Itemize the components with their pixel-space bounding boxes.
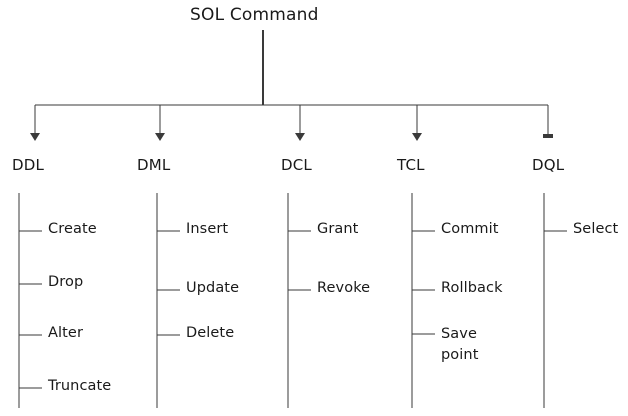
branch-label-dcl[interactable]: DCL <box>281 156 312 174</box>
leaf-label-dml-1[interactable]: Update <box>186 280 240 296</box>
leaf-label-tcl-2[interactable]: Save point <box>441 326 479 364</box>
leaf-label-ddl-1[interactable]: Drop <box>48 274 84 290</box>
branch-arrowhead-tcl <box>412 133 422 141</box>
leaf-label-ddl-2[interactable]: Alter <box>48 325 84 341</box>
leaf-label-dcl-0[interactable]: Grant <box>317 221 359 237</box>
leaf-label-tcl-0[interactable]: Commit <box>441 221 499 237</box>
branch-label-dml[interactable]: DML <box>137 156 171 174</box>
leaf-label-tcl-1[interactable]: Rollback <box>441 280 503 296</box>
leaf-label-dql-0[interactable]: Select <box>573 221 619 237</box>
branch-label-ddl[interactable]: DDL <box>12 156 45 174</box>
connector-group <box>18 30 567 408</box>
branch-arrowhead-dcl <box>295 133 305 141</box>
leaf-label-dml-0[interactable]: Insert <box>186 221 229 237</box>
branch-arrowhead-ddl <box>30 133 40 141</box>
branch-terminator-dql <box>543 134 553 138</box>
branch-label-tcl[interactable]: TCL <box>397 156 425 174</box>
root-node-label: SOL Command <box>190 5 319 25</box>
leaf-label-ddl-0[interactable]: Create <box>48 221 97 237</box>
leaf-label-ddl-3[interactable]: Truncate <box>48 378 112 394</box>
leaf-label-dml-2[interactable]: Delete <box>186 325 235 341</box>
leaf-label-dcl-1[interactable]: Revoke <box>317 280 371 296</box>
branch-arrowhead-dml <box>155 133 165 141</box>
branch-label-dql[interactable]: DQL <box>532 156 565 174</box>
